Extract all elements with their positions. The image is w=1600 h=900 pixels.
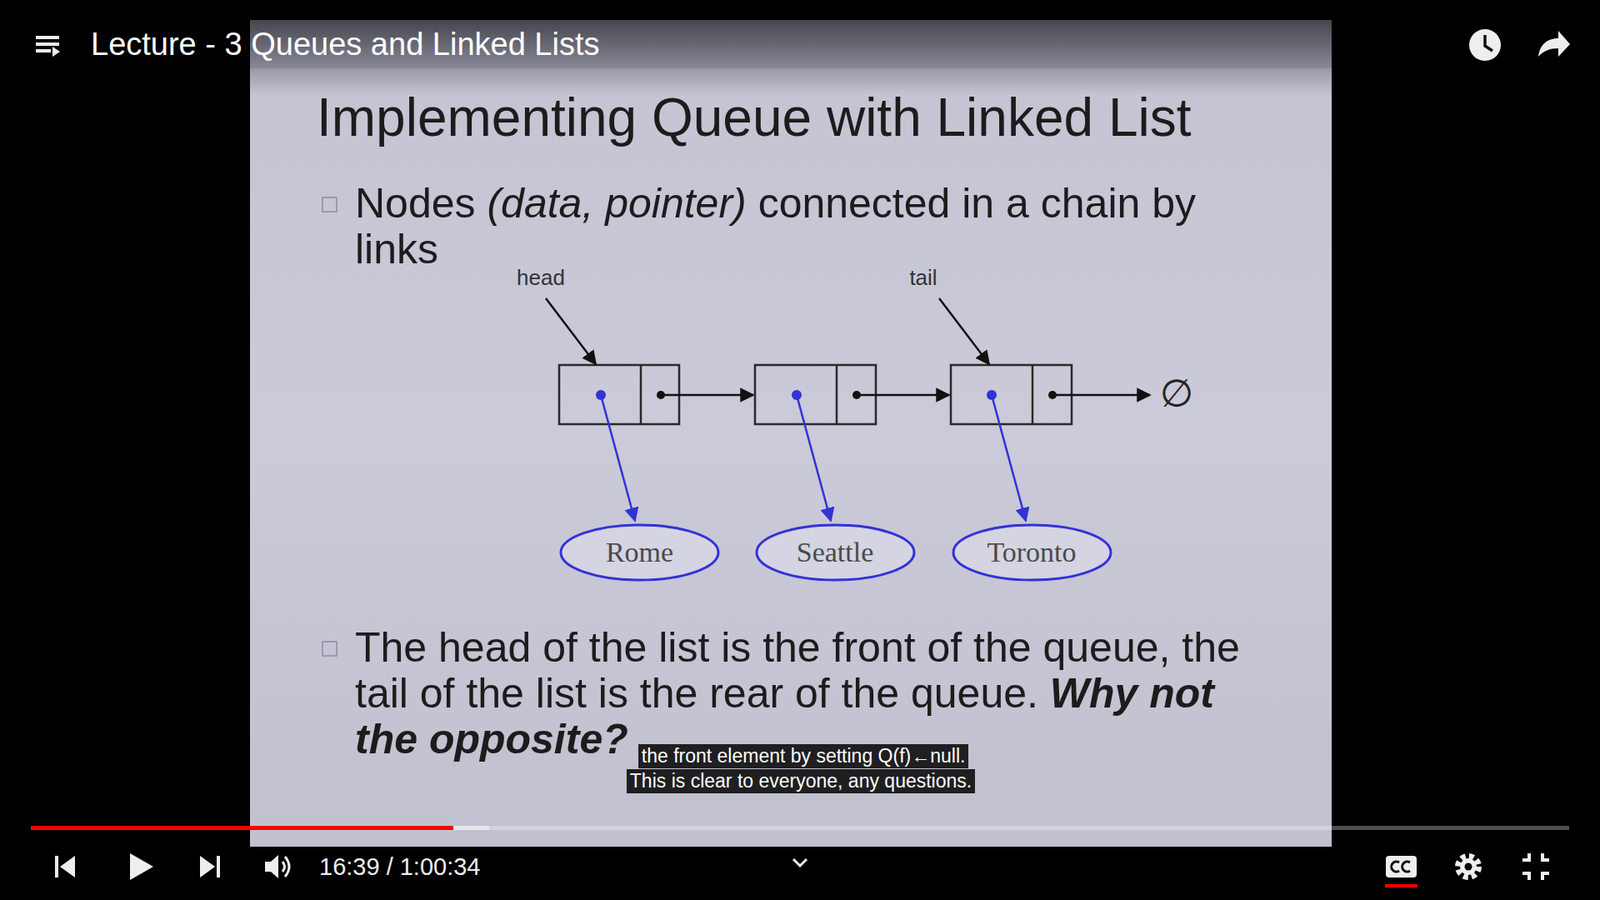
city-name: Seattle: [796, 536, 875, 569]
captions-icon: [1385, 855, 1418, 888]
null-symbol: ∅: [1160, 371, 1194, 415]
next-links: [660, 394, 1150, 397]
null-symbol: ∅: [1160, 370, 1194, 416]
time-display: 16:39 / 1:00:34: [319, 852, 481, 881]
subtitle-line: the front element by setting Q(f)←null.: [641, 745, 966, 767]
time-display: 16:39 / 1:00:34: [319, 853, 481, 880]
progress-buffer: [453, 825, 490, 830]
data-oval: Seattle: [755, 523, 916, 582]
data-pointers: [600, 395, 1026, 521]
city-name: Toronto: [986, 536, 1076, 569]
top-shade: [0, 0, 1600, 96]
previous-icon: [55, 855, 75, 878]
slide-heading: Implementing Queue with Linked List: [316, 86, 1191, 149]
settings-icon: [1458, 856, 1479, 877]
progress-track: [30, 825, 1570, 830]
play-icon: [130, 853, 154, 880]
subtitle-line: the front element by setting Q(f)←null.: [638, 744, 970, 769]
head-tail-pointers: [545, 298, 990, 365]
slide-background: [250, 20, 1332, 847]
exit-fullscreen-icon: [1522, 853, 1550, 880]
volume-icon: [265, 855, 290, 879]
bullet-text: Nodes (data, pointer) connected in a cha…: [355, 180, 1239, 273]
progress-played: [30, 825, 454, 830]
pointer-label: tail: [909, 265, 937, 290]
pointer-label: head: [516, 265, 565, 290]
data-oval: Toronto: [951, 523, 1113, 582]
subtitle-line: This is clear to everyone, any questions…: [630, 770, 972, 792]
playlist-icon: [35, 35, 60, 57]
pointer-dots: [595, 390, 1057, 400]
video-title: Lecture - 3 Queues and Linked Lists: [90, 24, 600, 65]
list-node-boxes: [559, 365, 1072, 425]
bullet-square: [322, 197, 337, 212]
pointer-label: head: [516, 265, 565, 290]
subtitle-line: This is clear to everyone, any questions…: [626, 769, 975, 794]
next-icon: [200, 855, 220, 878]
data-oval: Rome: [559, 523, 720, 582]
bullet-square: [322, 641, 337, 656]
bullet-text: connected in a chain by links: [355, 180, 1196, 273]
city-name: Rome: [605, 536, 674, 569]
bullet-text: Nodes: [355, 180, 476, 227]
bullet-text: (data, pointer): [486, 180, 746, 227]
share-icon: [1538, 30, 1570, 57]
video-title: Lecture - 3 Queues and Linked Lists: [90, 26, 600, 62]
watch-later-icon: [1469, 29, 1501, 61]
pointer-label: tail: [909, 265, 937, 290]
chevron-icon: [793, 859, 807, 866]
bullet-text: The head of the list is the front of the…: [355, 625, 1264, 763]
